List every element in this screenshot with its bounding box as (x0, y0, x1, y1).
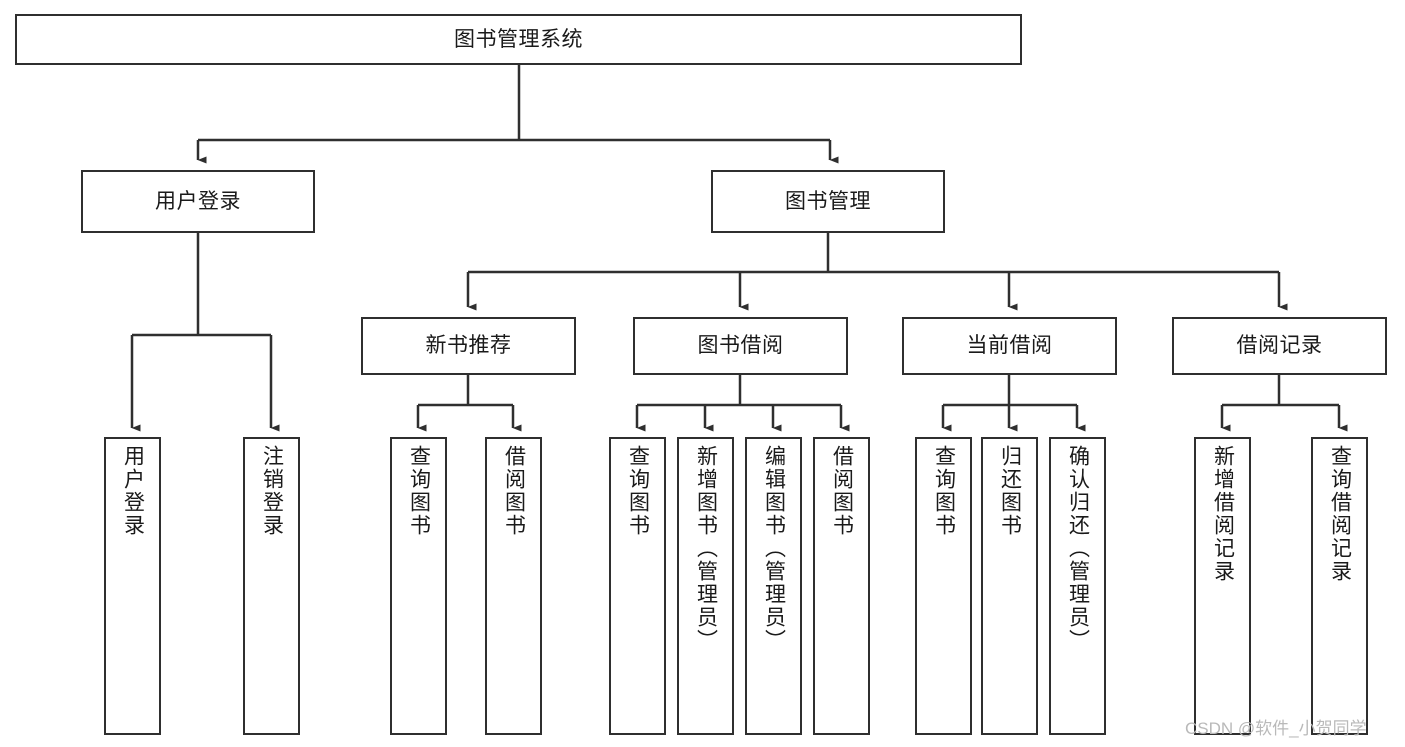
leaf-query-book-1[interactable]: 查询图书 (390, 437, 447, 735)
node-book-borrow-label: 图书借阅 (697, 334, 784, 358)
leaf-add-book[interactable]: 新增图书（管理员） (677, 437, 734, 735)
node-book-manage[interactable]: 图书管理 (711, 170, 945, 233)
node-borrow-record[interactable]: 借阅记录 (1172, 317, 1387, 375)
edge-user-login-to-leaves (130, 233, 280, 432)
edge-book-manage-to-level3 (466, 233, 1288, 311)
leaf-confirm-return-label: 确认归还（管理员） (1066, 445, 1090, 652)
node-new-book-recommend-label: 新书推荐 (425, 334, 512, 358)
leaf-add-book-label: 新增图书（管理员） (694, 445, 718, 652)
leaf-logout[interactable]: 注销登录 (243, 437, 300, 735)
node-new-book-recommend[interactable]: 新书推荐 (361, 317, 576, 375)
leaf-borrow-book-2[interactable]: 借阅图书 (813, 437, 870, 735)
node-current-borrow[interactable]: 当前借阅 (902, 317, 1117, 375)
leaf-return-book[interactable]: 归还图书 (981, 437, 1038, 735)
csdn-watermark: CSDN @软件_小贺同学 (1185, 719, 1367, 738)
edge-current-borrow-to-leaves (941, 375, 1086, 432)
edge-root-to-level2 (196, 65, 839, 164)
leaf-query-book-3[interactable]: 查询图书 (915, 437, 972, 735)
leaf-user-login-label: 用户登录 (121, 445, 145, 537)
node-borrow-record-label: 借阅记录 (1236, 334, 1323, 358)
leaf-borrow-book-1-label: 借阅图书 (502, 445, 526, 537)
leaf-borrow-book-2-label: 借阅图书 (830, 445, 854, 537)
leaf-user-login[interactable]: 用户登录 (104, 437, 161, 735)
leaf-add-borrow-record[interactable]: 新增借阅记录 (1194, 437, 1251, 735)
node-current-borrow-label: 当前借阅 (966, 334, 1053, 358)
leaf-logout-label: 注销登录 (260, 445, 284, 537)
leaf-query-borrow-record[interactable]: 查询借阅记录 (1311, 437, 1368, 735)
leaf-query-book-2-label: 查询图书 (626, 445, 650, 537)
leaf-return-book-label: 归还图书 (998, 445, 1022, 537)
node-root[interactable]: 图书管理系统 (15, 14, 1022, 65)
edge-new-book-rec-to-leaves (416, 375, 522, 432)
leaf-query-book-3-label: 查询图书 (932, 445, 956, 537)
leaf-confirm-return[interactable]: 确认归还（管理员） (1049, 437, 1106, 735)
leaf-query-book-2[interactable]: 查询图书 (609, 437, 666, 735)
node-user-login-label: 用户登录 (155, 189, 241, 213)
node-root-label: 图书管理系统 (454, 27, 583, 51)
node-book-borrow[interactable]: 图书借阅 (633, 317, 848, 375)
leaf-borrow-book-1[interactable]: 借阅图书 (485, 437, 542, 735)
leaf-query-borrow-record-label: 查询借阅记录 (1328, 445, 1352, 583)
leaf-add-borrow-record-label: 新增借阅记录 (1211, 445, 1235, 583)
edge-book-borrow-to-leaves (635, 375, 850, 432)
node-user-login[interactable]: 用户登录 (81, 170, 315, 233)
node-book-manage-label: 图书管理 (785, 189, 871, 213)
leaf-edit-book[interactable]: 编辑图书（管理员） (745, 437, 802, 735)
leaf-edit-book-label: 编辑图书（管理员） (762, 445, 786, 652)
edge-borrow-record-to-leaves (1220, 375, 1348, 432)
leaf-query-book-1-label: 查询图书 (407, 445, 431, 537)
